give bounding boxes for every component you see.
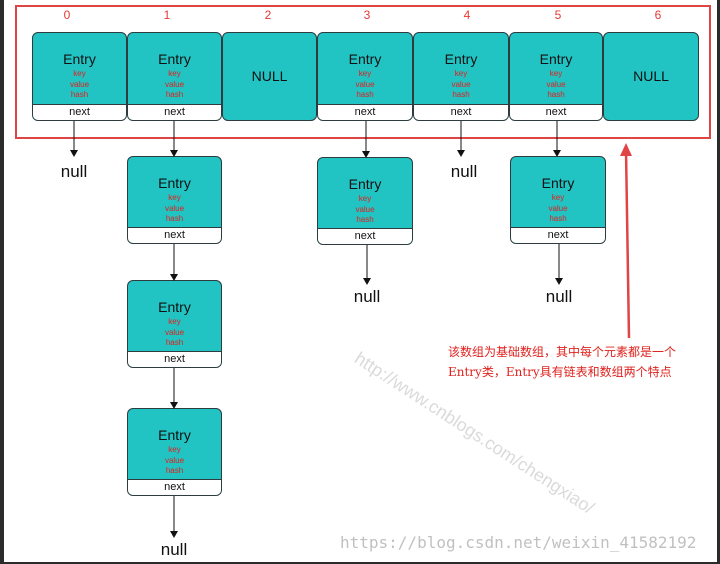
null-terminator-0: null: [60, 162, 88, 181]
array-null-2: NULL: [222, 32, 317, 121]
entry-title: Entry: [158, 427, 191, 443]
annotation-arrow-line: [624, 149, 631, 339]
index-label-6: 6: [654, 8, 662, 22]
entry-next-field: next: [511, 227, 605, 243]
entry-next-field: next: [33, 104, 126, 120]
array-null-6: NULL: [603, 32, 699, 121]
entry-title: Entry: [158, 175, 191, 191]
entry-next-field: next: [128, 104, 221, 120]
entry-title: Entry: [158, 299, 191, 315]
annotation-text: 该数组为基础数组，其中每个元素都是一个 Entry类，Entry具有链表和数组两…: [448, 342, 718, 382]
window-edge-bottom: [0, 562, 720, 564]
null-bucket-label: NULL: [633, 68, 669, 84]
entry-next-field: next: [128, 479, 221, 495]
entry-title: Entry: [444, 51, 478, 67]
null-terminator-4: null: [450, 162, 478, 181]
entry-title: Entry: [539, 51, 573, 67]
null-terminator-1: null: [160, 540, 188, 559]
index-label-0: 0: [63, 8, 71, 22]
entry-title: Entry: [541, 175, 575, 191]
null-terminator-5: null: [545, 287, 573, 306]
index-label-2: 2: [264, 8, 272, 22]
index-label-3: 3: [363, 8, 371, 22]
entry-next-field: next: [128, 227, 221, 243]
entry-next-field: next: [128, 351, 221, 367]
entry-title: Entry: [348, 176, 382, 192]
window-edge-left: [0, 0, 4, 564]
array-highlight-frame: [15, 5, 711, 139]
annotation-line-2: Entry类，Entry具有链表和数组两个特点: [448, 365, 672, 379]
entry-next-field: next: [318, 228, 412, 244]
entry-next-field: next: [510, 104, 602, 120]
window-edge-right: [717, 0, 720, 564]
watermark-footer: https://blog.csdn.net/weixin_41582192: [340, 533, 697, 552]
index-label-4: 4: [463, 8, 471, 22]
entry-next-field: next: [414, 104, 508, 120]
null-terminator-3: null: [353, 287, 381, 306]
entry-title: Entry: [158, 51, 191, 67]
annotation-line-1: 该数组为基础数组，其中每个元素都是一个: [448, 345, 677, 359]
null-bucket-label: NULL: [251, 68, 288, 84]
entry-title: Entry: [63, 51, 96, 67]
annotation-arrow-head: [620, 143, 632, 156]
index-label-1: 1: [163, 8, 171, 22]
index-label-5: 5: [554, 8, 562, 22]
entry-title: Entry: [348, 51, 382, 67]
entry-next-field: next: [318, 104, 412, 120]
